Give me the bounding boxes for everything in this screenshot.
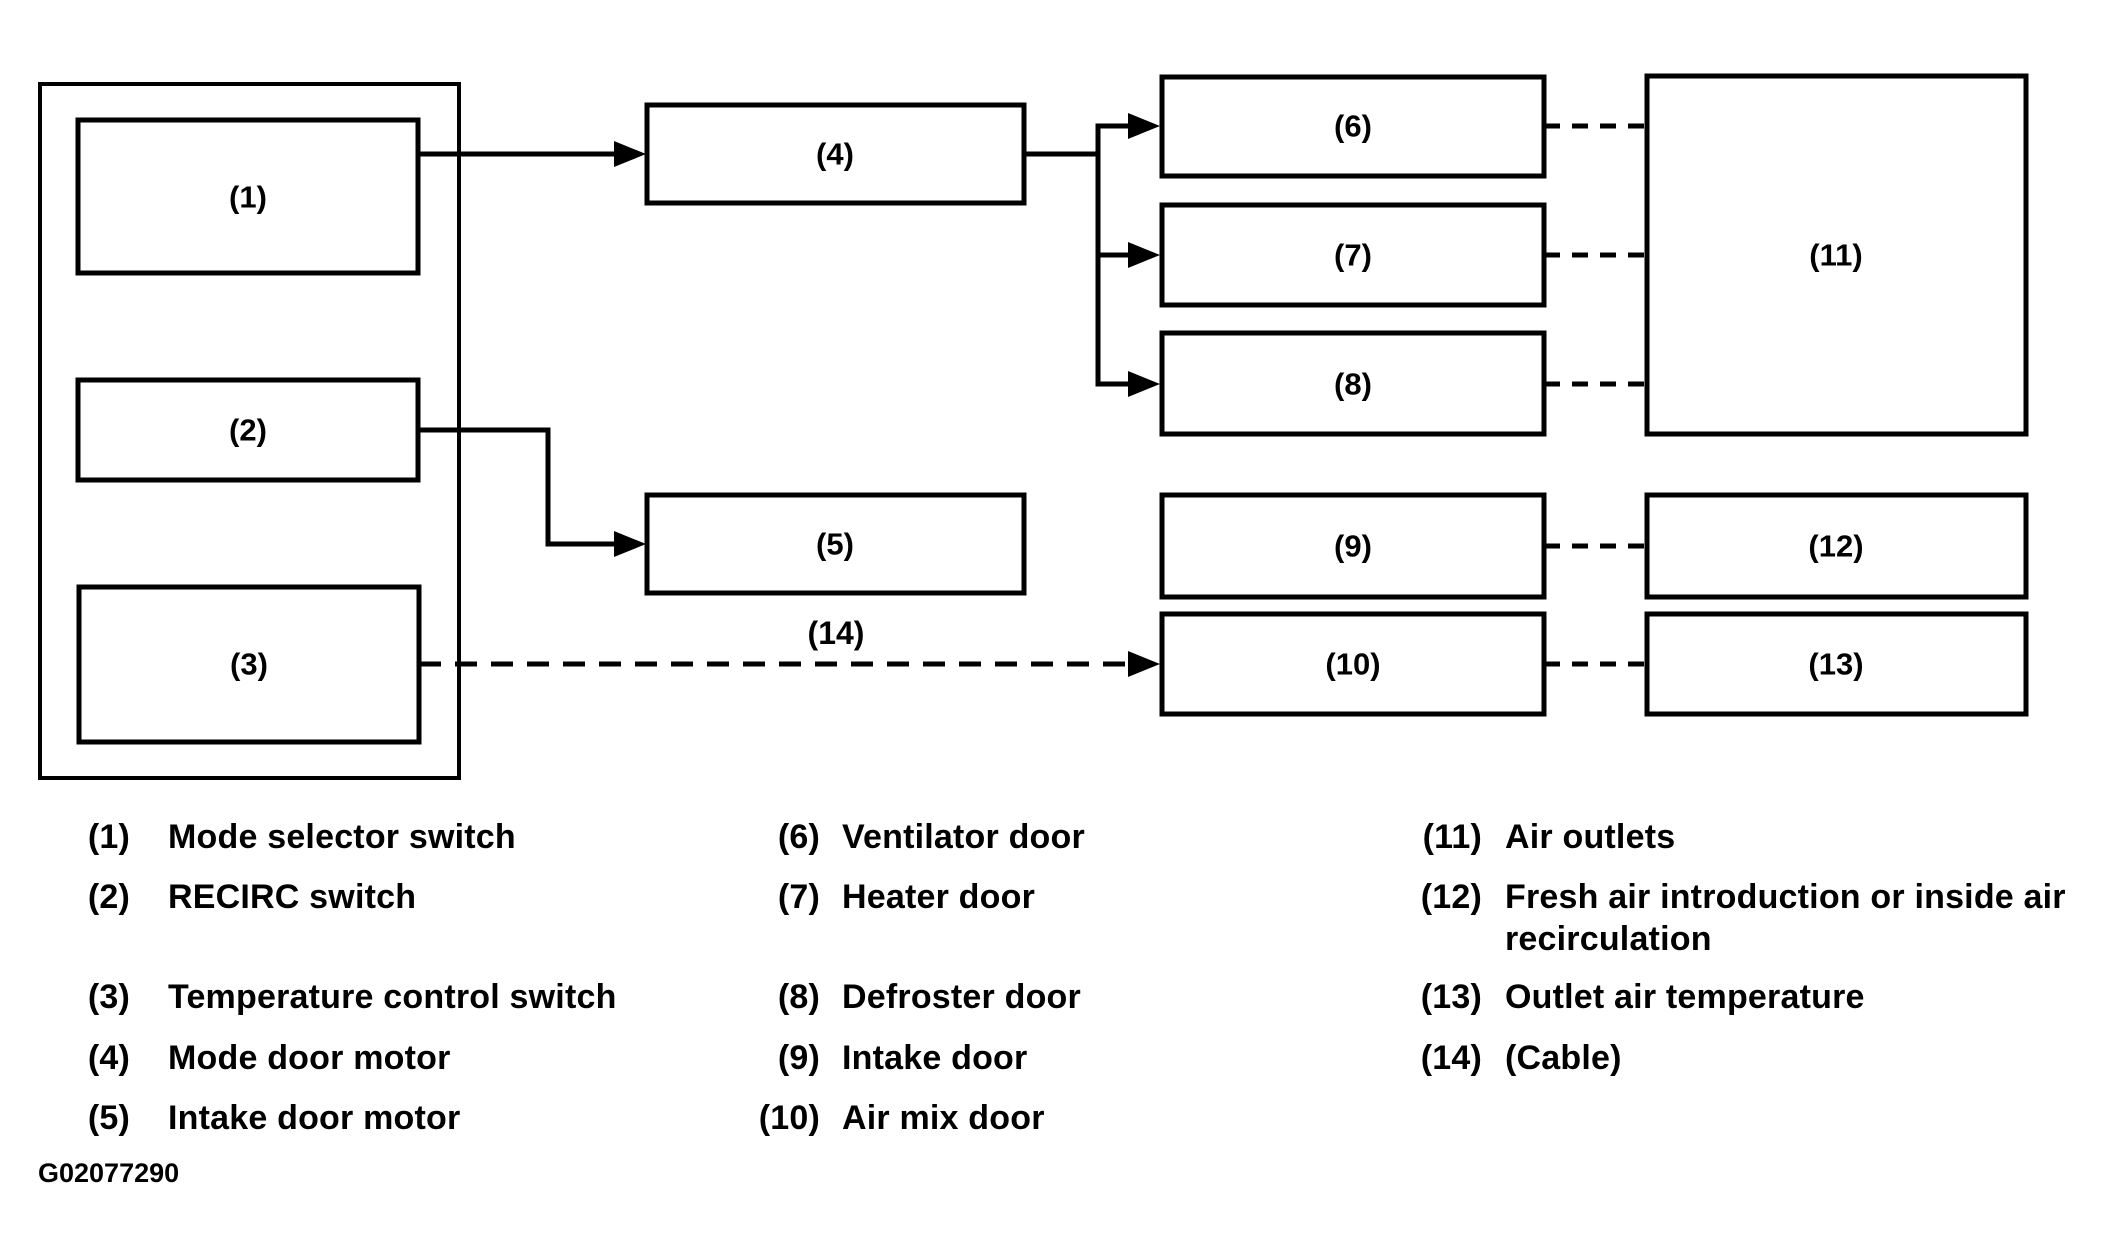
legend-label-12-line-1: Fresh air introduction or inside air xyxy=(1505,878,2066,916)
legend-label-7: Heater door xyxy=(842,878,1036,916)
box-8-defroster-door xyxy=(1159,330,1547,437)
legend-item-9: (9) Intake door xyxy=(728,1037,1027,1079)
legend-num-12: (12) xyxy=(1420,878,1482,916)
box-12-fresh-air-or-recirculation xyxy=(1644,492,2029,600)
box-5-intake-door-motor xyxy=(644,492,1027,596)
legend-num-13: (13) xyxy=(1420,978,1482,1016)
legend-item-1: (1) Mode selector switch xyxy=(56,816,516,858)
legend-item-12: (12) Fresh air introduction or inside ai… xyxy=(1408,876,2124,960)
legend-num-11: (11) xyxy=(1422,818,1482,856)
legend-label-13: Outlet air temperature xyxy=(1505,978,1865,1016)
hvac-block-diagram: (14) (1) (2) (3) (4) (5) xyxy=(38,73,2029,780)
legend-item-13: (13) Outlet air temperature xyxy=(1408,976,1865,1018)
arrowhead-into-4 xyxy=(614,141,646,167)
legend-num-10: (10) xyxy=(758,1099,820,1137)
legend-item-7: (7) Heater door xyxy=(728,876,1035,918)
legend-item-10: (10) Air mix door xyxy=(728,1097,1045,1139)
legend-num-9: (9) xyxy=(777,1039,820,1077)
legend-item-6: (6) Ventilator door xyxy=(728,816,1085,858)
box-2-label: (2) xyxy=(229,413,267,448)
legend-label-6: Ventilator door xyxy=(842,818,1085,856)
box-11-air-outlets xyxy=(1644,73,2029,437)
arrowhead-into-10 xyxy=(1128,651,1160,677)
box-3-temperature-control-switch xyxy=(76,584,422,745)
legend-item-11: (11) Air outlets xyxy=(1408,816,1676,858)
legend-label-14: (Cable) xyxy=(1505,1039,1622,1077)
legend-label-4: Mode door motor xyxy=(168,1039,451,1077)
legend-label-3: Temperature control switch xyxy=(168,978,617,1016)
box-4-mode-door-motor xyxy=(644,102,1027,206)
legend-num-8: (8) xyxy=(777,978,820,1016)
box-5-label: (5) xyxy=(816,527,854,562)
box-6-ventilator-door xyxy=(1159,74,1547,179)
legend-num-7: (7) xyxy=(777,878,820,916)
legend-label-10: Air mix door xyxy=(842,1099,1045,1137)
legend-item-5: (5) Intake door motor xyxy=(56,1097,460,1139)
box-11-label: (11) xyxy=(1809,238,1862,273)
box-10-label: (10) xyxy=(1325,647,1380,682)
legend-item-3: (3) Temperature control switch xyxy=(56,976,617,1018)
box-13-label: (13) xyxy=(1808,647,1863,682)
box-6-label: (6) xyxy=(1334,109,1372,144)
cable-label: (14) xyxy=(808,615,865,651)
connector-2-to-5 xyxy=(415,427,619,547)
arrowhead-into-7 xyxy=(1128,242,1160,268)
legend-num-2: (2) xyxy=(87,878,130,916)
legend-num-14: (14) xyxy=(1420,1039,1482,1077)
legend-num-3: (3) xyxy=(87,978,130,1016)
legend-num-1: (1) xyxy=(87,818,130,856)
legend-num-5: (5) xyxy=(87,1099,130,1137)
figure-code: G02077290 xyxy=(38,1158,180,1188)
box-10-air-mix-door xyxy=(1159,611,1547,717)
box-7-label: (7) xyxy=(1334,238,1372,273)
legend-num-6: (6) xyxy=(777,818,820,856)
legend-item-4: (4) Mode door motor xyxy=(56,1037,451,1079)
legend-label-9: Intake door xyxy=(842,1039,1028,1077)
box-1-mode-selector-switch xyxy=(75,117,421,276)
box-4-label: (4) xyxy=(816,137,854,172)
legend-label-11: Air outlets xyxy=(1505,818,1676,856)
arrowhead-into-8 xyxy=(1128,371,1160,397)
arrowhead-into-6 xyxy=(1128,113,1160,139)
box-12-label: (12) xyxy=(1808,529,1863,564)
legend-label-1: Mode selector switch xyxy=(168,818,516,856)
box-2-recirc-switch xyxy=(75,377,421,483)
legend-item-14: (14) (Cable) xyxy=(1408,1037,1622,1079)
legend-label-12: Fresh air introduction or inside air rec… xyxy=(1505,876,2124,960)
box-1-label: (1) xyxy=(229,180,267,215)
box-3-label: (3) xyxy=(230,647,268,682)
legend-label-5: Intake door motor xyxy=(168,1099,461,1137)
legend-item-8: (8) Defroster door xyxy=(728,976,1081,1018)
box-7-heater-door xyxy=(1159,202,1547,308)
box-9-intake-door xyxy=(1159,492,1547,600)
legend-num-4: (4) xyxy=(87,1039,130,1077)
legend-label-8: Defroster door xyxy=(842,978,1081,1016)
box-13-outlet-air-temperature xyxy=(1644,611,2029,717)
legend-label-12-line-2: recirculation xyxy=(1505,920,1712,958)
legend-label-2: RECIRC switch xyxy=(168,878,417,916)
arrowhead-into-5 xyxy=(614,531,646,557)
box-8-label: (8) xyxy=(1334,367,1372,402)
legend-item-2: (2) RECIRC switch xyxy=(56,876,416,918)
box-9-label: (9) xyxy=(1334,529,1372,564)
